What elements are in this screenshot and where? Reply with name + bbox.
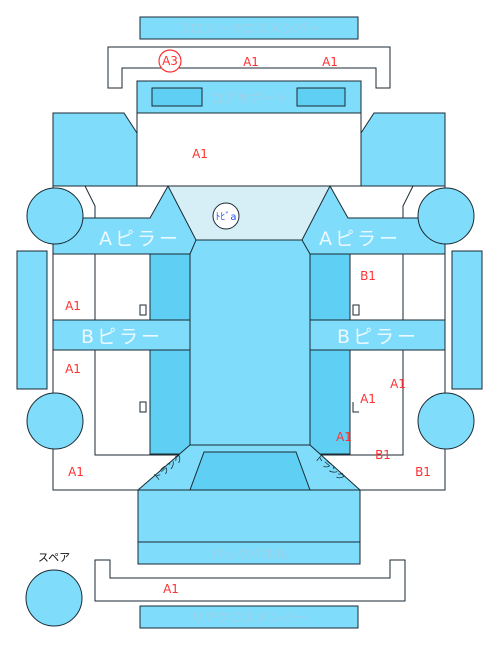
core-support-left-headlight	[151, 87, 203, 107]
left-roof-rail[interactable]	[149, 253, 191, 455]
windshield-marker-circle[interactable]	[212, 202, 240, 230]
front-a1-mark-right: A1	[322, 55, 338, 69]
front-a3-circle[interactable]	[158, 49, 182, 73]
right-rear-door-mark-2: A1	[360, 392, 376, 406]
core-support-right-headlight	[296, 87, 346, 107]
rear-bumper-outline	[94, 559, 406, 602]
right-front-door-mark: B1	[360, 269, 376, 283]
left-a-pillar-label: Aピラー	[99, 228, 181, 250]
right-front-fender[interactable]	[360, 112, 446, 187]
front-bumper-outline	[107, 46, 391, 89]
right-rear-wheel[interactable]	[417, 392, 475, 450]
back-panel-label: バックパネル	[210, 548, 287, 563]
left-rear-door-mark: A1	[65, 362, 81, 376]
hood-panel[interactable]	[136, 112, 362, 187]
right-quarter-mark-3: B1	[415, 465, 431, 479]
rear-cross-mark: A1	[163, 582, 179, 596]
left-rear-door-handle	[139, 401, 147, 413]
hood-a1-mark: A1	[192, 147, 208, 161]
right-b-pillar-label: Bピラー	[337, 326, 419, 348]
right-roof-rail[interactable]	[309, 253, 351, 455]
right-quarter-mark-1: A1	[336, 430, 352, 444]
right-front-wheel[interactable]	[417, 187, 475, 245]
roof-panel[interactable]	[189, 239, 311, 446]
left-quarter-mark: A1	[68, 465, 84, 479]
rear-cross-member-panel[interactable]	[139, 605, 359, 629]
left-front-door-mark: A1	[65, 299, 81, 313]
left-front-wheel[interactable]	[26, 187, 84, 245]
right-front-door-handle	[352, 304, 360, 316]
right-quarter-mark-2: B1	[375, 448, 391, 462]
right-b-pillar[interactable]	[309, 319, 446, 351]
left-front-fender[interactable]	[52, 112, 138, 187]
windshield[interactable]	[167, 185, 331, 241]
spare-label: スペア	[38, 551, 70, 564]
left-b-pillar[interactable]	[52, 319, 191, 351]
left-rocker-panel[interactable]	[16, 250, 48, 390]
right-rear-door-handle	[352, 402, 359, 413]
right-rocker-panel[interactable]	[451, 250, 483, 390]
left-front-door-handle	[139, 304, 147, 316]
front-cross-member-panel[interactable]	[139, 16, 359, 40]
front-cross-member-label: フロントクロスメンバー	[177, 22, 320, 37]
right-rear-door-mark-1: A1	[390, 377, 406, 391]
spare-tire[interactable]	[25, 569, 83, 627]
rear-cross-member-label: リアクロスメンバー	[191, 611, 307, 626]
back-panel[interactable]	[137, 541, 361, 565]
windshield-marker-text: ﾄﾋﾞa	[215, 211, 236, 223]
core-support-label: コアサポート	[210, 92, 288, 107]
right-a-pillar-label: Aピラー	[319, 228, 401, 250]
left-b-pillar-label: Bピラー	[81, 326, 163, 348]
front-a3-mark: A3	[162, 54, 178, 68]
rear-window-inner	[189, 451, 311, 491]
back-panel-upper[interactable]	[137, 489, 361, 543]
front-a1-mark-center: A1	[243, 55, 259, 69]
left-rear-wheel[interactable]	[26, 392, 84, 450]
